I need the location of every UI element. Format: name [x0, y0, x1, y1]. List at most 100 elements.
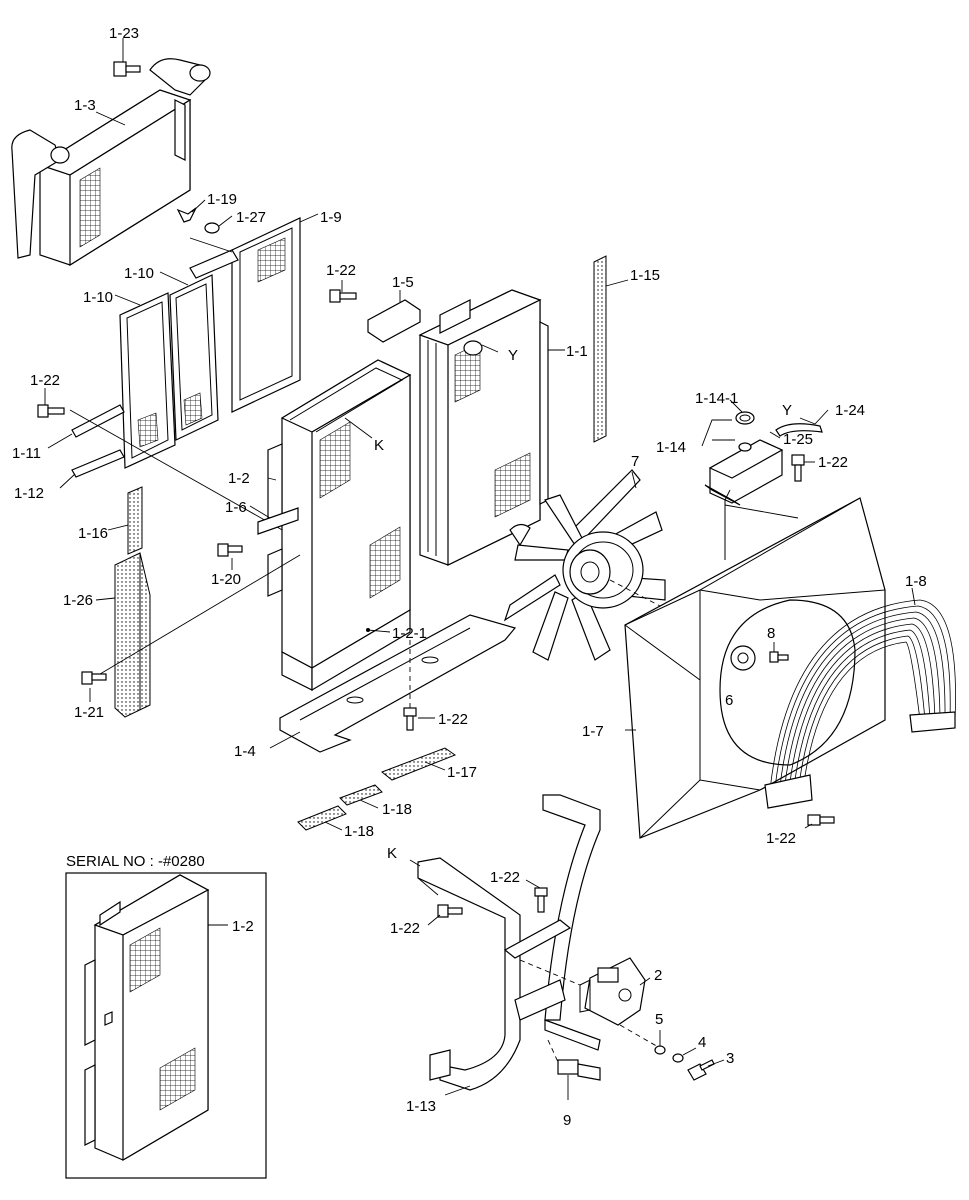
leader-1-3	[95, 111, 126, 126]
callout-labels: 1-23 1-3 1-19 1-27 1-9 1-10 1-10 1-22 1-…	[12, 25, 927, 1129]
leader-1-2-1	[367, 629, 391, 633]
panel-guide-line	[69, 409, 301, 541]
label-1-1: 1-1	[566, 343, 588, 360]
oil-cooler-1-2	[267, 359, 412, 692]
label-7: 7	[631, 453, 639, 470]
stay-guide-line	[417, 877, 439, 896]
bracket-1-6	[249, 505, 299, 535]
bolt-1-20	[217, 543, 243, 570]
leader-1-10-right	[159, 271, 189, 286]
bolt-1-22-stay-b	[427, 904, 463, 926]
label-1-7: 1-7	[582, 723, 604, 740]
sensor-9	[547, 1039, 601, 1100]
label-1-10-right: 1-10	[124, 265, 154, 282]
label-5: 5	[655, 1011, 663, 1028]
label-1-6: 1-6	[225, 499, 247, 516]
leader-1-25	[769, 431, 781, 439]
seal-1-16	[107, 486, 143, 555]
washer-1-27	[204, 215, 233, 234]
pump-2	[579, 957, 651, 1026]
label-1-18-b: 1-18	[344, 823, 374, 840]
label-y-radiator: Y	[508, 347, 518, 364]
label-1-15: 1-15	[630, 267, 660, 284]
label-1-24: 1-24	[835, 402, 865, 419]
label-2: 2	[654, 967, 662, 984]
leader-1-14	[701, 419, 732, 447]
leader-1-10-left	[114, 294, 141, 306]
label-1-9: 1-9	[320, 209, 342, 226]
label-1-8: 1-8	[905, 573, 927, 590]
panel-1-9	[231, 213, 319, 413]
washer-5	[654, 1030, 666, 1055]
leader-k1	[344, 417, 373, 439]
label-1-22-stay-b: 1-22	[390, 920, 420, 937]
label-1-10-left: 1-10	[83, 289, 113, 306]
dot-1-2-1	[366, 628, 370, 632]
label-1-21: 1-21	[74, 704, 104, 721]
label-1-12: 1-12	[14, 485, 44, 502]
label-4: 4	[698, 1034, 706, 1051]
washer-4	[672, 1047, 697, 1063]
hose-1-24	[775, 409, 829, 437]
label-1-17: 1-17	[447, 764, 477, 781]
tank-1-14	[704, 439, 784, 506]
bolt-1-22-stay-a	[525, 879, 548, 913]
bolt-1-22-guard	[804, 814, 835, 829]
label-3: 3	[726, 1050, 734, 1067]
label-1-16: 1-16	[78, 525, 108, 542]
label-1-14-1: 1-14-1	[695, 390, 738, 407]
label-1-19: 1-19	[207, 191, 237, 208]
bolt-8	[769, 642, 789, 663]
label-1-20: 1-20	[211, 571, 241, 588]
bracket-1-11	[47, 404, 125, 449]
bracket-1-12	[59, 449, 125, 489]
bolt-1-22-base	[403, 707, 435, 731]
seal-1-15	[593, 255, 629, 443]
pad-1-18-a	[339, 784, 383, 809]
label-9: 9	[563, 1112, 571, 1129]
label-1-25: 1-25	[783, 431, 813, 448]
base-bracket-1-4	[269, 614, 517, 753]
label-1-22-stay-a: 1-22	[490, 869, 520, 886]
intercooler-1-3	[11, 58, 211, 267]
panel-connector	[189, 249, 239, 279]
label-k-cooler: K	[374, 437, 384, 454]
label-k-stay: K	[387, 845, 397, 862]
label-1-22-tank: 1-22	[818, 454, 848, 471]
fastener-1-19	[176, 199, 206, 223]
label-6: 6	[725, 692, 733, 709]
label-1-2: 1-2	[228, 470, 250, 487]
fan-7	[503, 469, 666, 661]
inset-serial-box	[65, 872, 267, 1179]
bolt-1-21	[81, 671, 107, 702]
bolt-1-23	[113, 38, 141, 77]
label-1-26: 1-26	[63, 592, 93, 609]
label-1-13: 1-13	[406, 1098, 436, 1115]
label-1-4: 1-4	[234, 743, 256, 760]
bolt-1-22-tank	[791, 454, 815, 482]
bracket-1-5	[367, 290, 421, 343]
panel-1-10-left	[119, 292, 176, 469]
label-y-hose: Y	[782, 402, 792, 419]
label-1-27: 1-27	[236, 209, 266, 226]
pump-axis-a	[519, 959, 581, 986]
label-1-5: 1-5	[392, 274, 414, 291]
cap-1-14-1	[729, 399, 755, 425]
pad-1-18-b	[297, 805, 347, 831]
label-1-22-top: 1-22	[326, 262, 356, 279]
label-1-2-1: 1-2-1	[392, 625, 427, 642]
label-1-22-guard: 1-22	[766, 830, 796, 847]
label-1-3: 1-3	[74, 97, 96, 114]
label-1-2-inset: 1-2	[232, 918, 254, 935]
label-1-18-a: 1-18	[382, 801, 412, 818]
label-8: 8	[767, 625, 775, 642]
seal-guide-line	[89, 554, 301, 681]
label-1-14: 1-14	[656, 439, 686, 456]
shroud-1-7	[624, 497, 886, 839]
label-1-22-left: 1-22	[30, 372, 60, 389]
label-1-23: 1-23	[109, 25, 139, 42]
pump-axis-b	[619, 1024, 661, 1049]
panel-1-10-right	[169, 274, 219, 441]
bolt-1-22-top	[329, 280, 357, 303]
